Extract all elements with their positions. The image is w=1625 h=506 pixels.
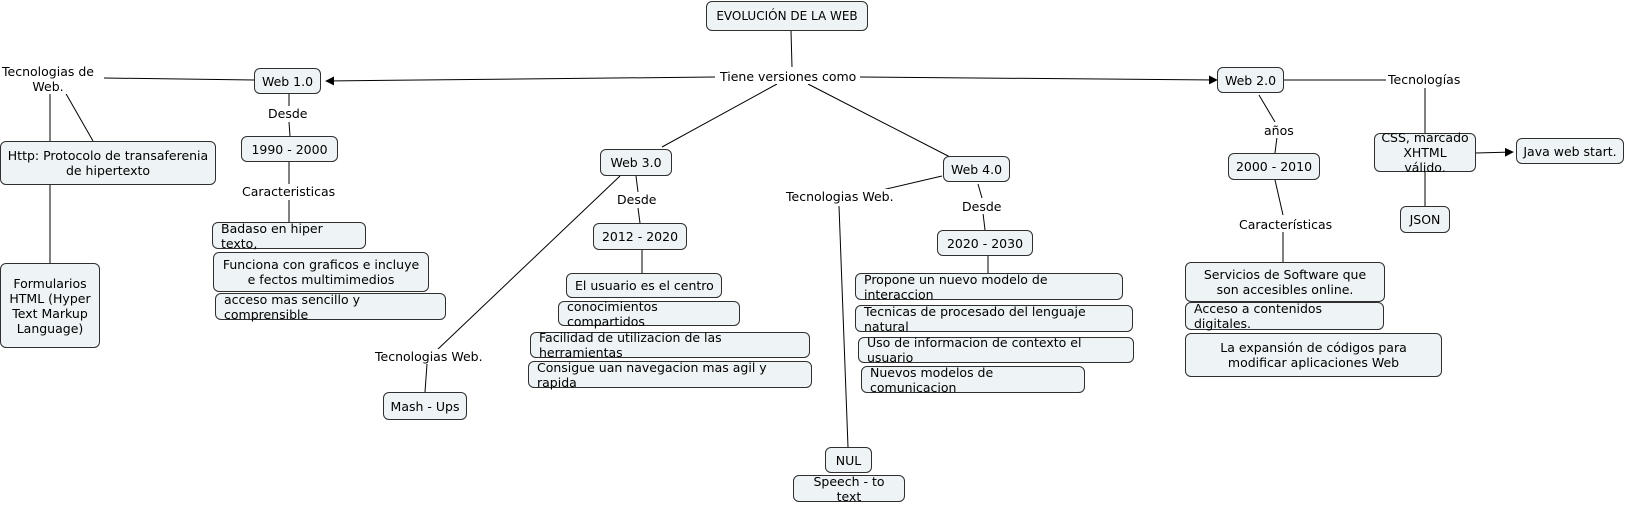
link-versions-web2 — [859, 75, 1218, 85]
link-versions-web4 — [807, 83, 951, 158]
link-tech-http-b — [64, 91, 94, 142]
link-desde-2020 — [982, 212, 986, 231]
node-expansion: La expansión de códigos para modificar a… — [1185, 333, 1442, 377]
node-conocimientos: conocimientos compartidos — [558, 299, 740, 329]
node-2000-2010: 2000 - 2010 — [1228, 153, 1320, 180]
node-funciona: Funciona con graficos e incluye e fectos… — [213, 252, 429, 292]
node-java: Java web start. — [1516, 138, 1624, 164]
node-acceso-sencillo: acceso mas sencillo y comprensible — [215, 292, 446, 322]
node-servicios: Servicios de Software que son accesibles… — [1185, 262, 1385, 302]
node-json: JSON — [1400, 206, 1450, 233]
node-formularios: Formularios HTML (Hyper Text Markup Lang… — [0, 263, 100, 348]
phrase-tech-web4: Tecnologias Web. — [786, 189, 894, 204]
node-web2: Web 2.0 — [1217, 67, 1284, 93]
node-acceso-contenidos: Acceso a contenidos digitales. — [1185, 301, 1384, 331]
link-css-java — [1475, 147, 1514, 157]
root-node: EVOLUCIÓN DE LA WEB — [706, 1, 868, 31]
link-root-versions — [790, 30, 793, 68]
link-desde-2012 — [637, 207, 641, 224]
phrase-tecnologias-2: Tecnologías — [1388, 72, 1461, 87]
node-1990-2000: 1990 - 2000 — [241, 136, 338, 162]
link-web4-desde — [977, 183, 983, 199]
phrase-desde-4: Desde — [962, 199, 1002, 214]
link-web4-tech — [881, 175, 943, 191]
link-versions-web1 — [325, 76, 716, 86]
node-web1: Web 1.0 — [254, 68, 321, 94]
phrase-anos-2: años — [1264, 123, 1294, 138]
link-versions-web3 — [661, 83, 778, 148]
node-facilidad: Facilidad de utilizacion de las herramie… — [530, 330, 810, 360]
node-2012-2020: 2012 - 2020 — [593, 223, 687, 250]
link-web1-tech — [103, 77, 255, 81]
phrase-versions: Tiene versiones como — [720, 69, 857, 84]
link-web3-tech — [436, 175, 621, 351]
node-speech: Speech - to text — [793, 474, 905, 504]
node-2020-2030: 2020 - 2030 — [937, 230, 1033, 256]
link-web3-desde — [635, 175, 639, 193]
link-anos-2000 — [1274, 136, 1278, 154]
node-badaso: Badaso en hiper texto, — [212, 221, 366, 251]
phrase-tech-left: Tecnologias de Web. — [0, 64, 96, 94]
link-2000-caract — [1274, 179, 1284, 216]
phrase-caracteristicas-1: Caracteristicas — [242, 184, 336, 199]
link-tech-mashups — [424, 363, 428, 393]
link-desde-1990 — [288, 121, 291, 137]
node-mashups: Mash - Ups — [383, 392, 467, 420]
node-web4: Web 4.0 — [943, 156, 1010, 182]
link-tech-nul — [838, 205, 849, 448]
node-consigue: Consigue uan navegacion mas agil y rapid… — [528, 360, 812, 390]
node-nuevos-modelos: Nuevos modelos de comunicacion — [861, 365, 1085, 395]
phrase-caracteristicas-2: Características — [1239, 217, 1333, 232]
node-nul: NUL — [825, 447, 872, 473]
node-usuario-centro: El usuario es el centro — [566, 273, 722, 298]
node-propone: Propone un nuevo modelo de interaccion — [855, 272, 1123, 302]
link-web2-anos — [1258, 94, 1276, 123]
phrase-desde-1: Desde — [268, 106, 308, 121]
node-uso-info: Uso de informacion de contexto el usuari… — [858, 335, 1134, 365]
node-http: Http: Protocolo de transaferenia de hipe… — [0, 141, 216, 185]
phrase-desde-3: Desde — [617, 192, 657, 207]
node-css: CSS, marcado XHTML válido. — [1374, 130, 1476, 175]
node-web3: Web 3.0 — [600, 149, 672, 176]
phrase-tech-web3: Tecnologias Web. — [375, 349, 483, 364]
node-tecnicas: Tecnicas de procesado del lenguaje natur… — [855, 304, 1133, 334]
